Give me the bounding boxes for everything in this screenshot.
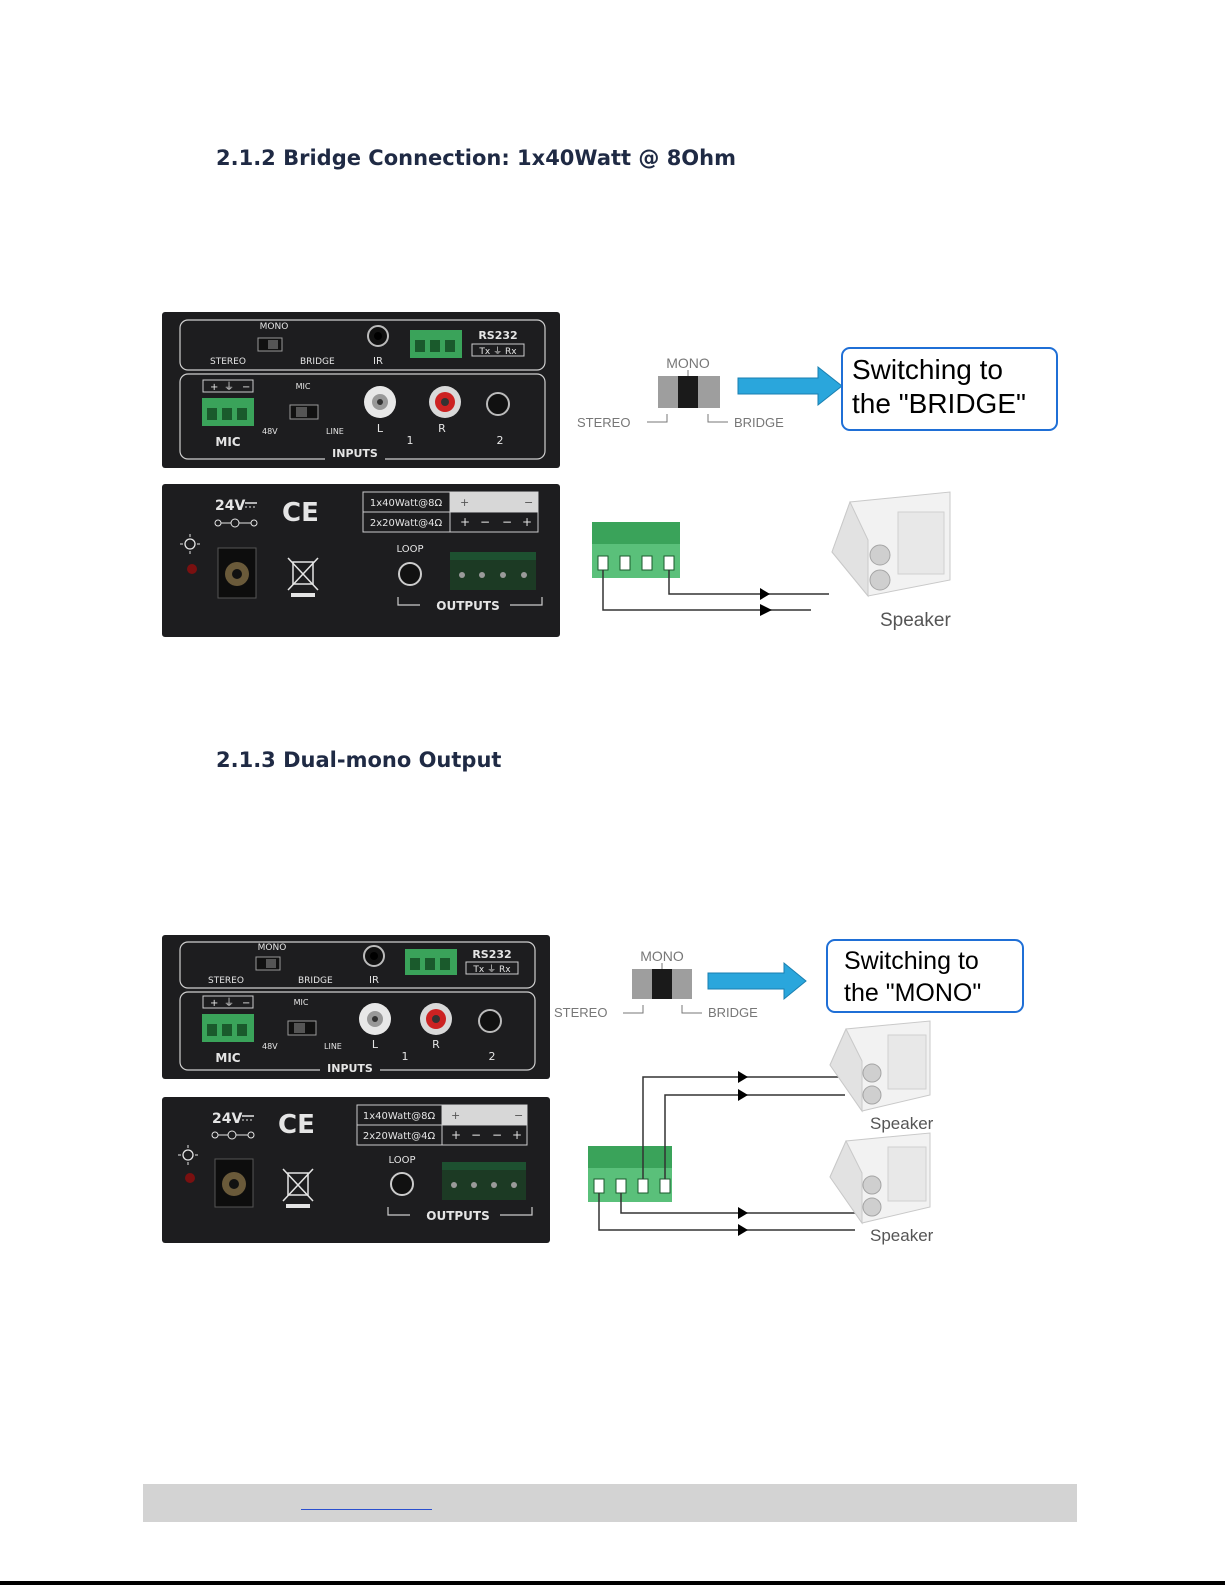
- svg-text:48V: 48V: [262, 1042, 278, 1051]
- svg-text:−: −: [480, 515, 490, 529]
- svg-text:R: R: [438, 422, 446, 435]
- svg-text:2: 2: [489, 1050, 496, 1063]
- section-heading-bridge: 2.1.2 Bridge Connection: 1x40Watt @ 8Ohm: [216, 146, 736, 170]
- mic-label: MIC: [215, 435, 240, 449]
- svg-text:BRIDGE: BRIDGE: [734, 415, 784, 430]
- inputs-label: INPUTS: [332, 447, 378, 460]
- ir-label: IR: [373, 356, 383, 367]
- svg-text:2: 2: [497, 434, 504, 447]
- svg-text:the "MONO": the "MONO": [844, 979, 981, 1007]
- svg-text:LOOP: LOOP: [397, 544, 424, 555]
- svg-text:MONO: MONO: [258, 943, 287, 953]
- sun-icon: [180, 534, 200, 554]
- dual-mono-wiring-diagram: [588, 1071, 855, 1236]
- page-footer-bar: [143, 1484, 1077, 1522]
- section-heading-dual-mono: 2.1.3 Dual-mono Output: [216, 748, 502, 772]
- mode-switch-illustration: MONO STEREO BRIDGE: [577, 355, 784, 430]
- svg-text:⏚: ⏚: [224, 381, 234, 393]
- svg-text:−: −: [524, 496, 533, 509]
- svg-text:IR: IR: [369, 975, 379, 986]
- amp-front-panel: MONO STEREO BRIDGE IR RS232 Tx ⏚ Rx + ⏚ …: [162, 935, 550, 1079]
- svg-text:LOOP: LOOP: [389, 1155, 416, 1166]
- svg-text:STEREO: STEREO: [208, 976, 244, 986]
- svg-text:−: −: [471, 1128, 481, 1142]
- svg-text:+: +: [451, 1109, 460, 1122]
- stereo-label: STEREO: [210, 357, 246, 367]
- switching-callout: Switching to the "BRIDGE": [841, 347, 1058, 431]
- speaker-icon: [829, 1132, 931, 1225]
- svg-text:2x20Watt@4Ω: 2x20Watt@4Ω: [370, 518, 443, 529]
- svg-text:MIC: MIC: [296, 382, 311, 391]
- svg-text:MONO: MONO: [640, 948, 684, 964]
- svg-text:Switching to: Switching to: [852, 354, 1003, 385]
- mode-switch-illustration: MONO STEREO BRIDGE: [554, 948, 758, 1020]
- svg-text:−: −: [242, 998, 250, 1009]
- outputs-label: OUTPUTS: [436, 599, 500, 613]
- figure-bridge-connection: MONO STEREO BRIDGE IR RS232 Tx ⏚ Rx + ⏚ …: [160, 312, 1070, 657]
- amp-rear-panel: 24V CE: [162, 1097, 550, 1243]
- svg-text:BRIDGE: BRIDGE: [708, 1005, 758, 1020]
- svg-text:STEREO: STEREO: [554, 1005, 607, 1020]
- speaker-icon: [829, 1020, 931, 1113]
- page-bottom-rule: [0, 1581, 1225, 1585]
- svg-text:MIC: MIC: [215, 1051, 240, 1065]
- figure-dual-mono-output: MONO STEREO BRIDGE IR RS232 Tx ⏚ Rx + ⏚ …: [160, 935, 1070, 1280]
- svg-text:STEREO: STEREO: [577, 415, 630, 430]
- svg-text:1: 1: [402, 1050, 409, 1063]
- svg-text:1x40Watt@8Ω: 1x40Watt@8Ω: [363, 1111, 436, 1122]
- ce-mark: CE: [282, 498, 319, 528]
- bridge-label: BRIDGE: [300, 357, 335, 367]
- svg-text:24V: 24V: [215, 498, 245, 514]
- svg-text:MONO: MONO: [666, 355, 710, 371]
- switching-callout: Switching to the "MONO": [826, 939, 1024, 1013]
- txrx-label: Tx ⏚ Rx: [478, 346, 517, 357]
- svg-text:⏚: ⏚: [224, 997, 234, 1009]
- svg-text:+: +: [210, 998, 218, 1009]
- svg-text:MIC: MIC: [294, 998, 309, 1007]
- svg-text:−: −: [502, 515, 512, 529]
- blue-arrow-icon: [737, 365, 843, 407]
- svg-text:+: +: [522, 515, 532, 529]
- weee-bin-icon: [287, 557, 319, 597]
- svg-text:24V: 24V: [212, 1111, 242, 1127]
- bridge-wiring-diagram: [592, 522, 829, 616]
- svg-text:+: +: [210, 382, 218, 393]
- weee-bin-icon: [282, 1168, 314, 1208]
- blue-arrow-icon: [707, 961, 807, 1001]
- svg-text:1x40Watt@8Ω: 1x40Watt@8Ω: [370, 498, 443, 509]
- svg-text:LINE: LINE: [324, 1042, 342, 1051]
- speaker-label: Speaker: [880, 610, 951, 631]
- svg-text:Tx ⏚ Rx: Tx ⏚ Rx: [472, 964, 511, 975]
- svg-text:LINE: LINE: [326, 427, 344, 436]
- svg-text:BRIDGE: BRIDGE: [298, 976, 333, 986]
- amp-front-panel: MONO STEREO BRIDGE IR RS232 Tx ⏚ Rx + ⏚ …: [162, 312, 560, 468]
- svg-text:−: −: [242, 382, 250, 393]
- svg-text:INPUTS: INPUTS: [327, 1062, 373, 1075]
- svg-text:+: +: [451, 1128, 461, 1142]
- svg-text:+: +: [512, 1128, 522, 1142]
- speaker-label: Speaker: [870, 1226, 934, 1245]
- svg-text:+: +: [460, 496, 469, 509]
- svg-text:L: L: [377, 422, 384, 435]
- amp-rear-panel: 24V CE: [162, 484, 560, 637]
- svg-text:L: L: [372, 1038, 379, 1051]
- svg-text:+: +: [460, 515, 470, 529]
- svg-text:48V: 48V: [262, 427, 278, 436]
- mono-label: MONO: [260, 322, 289, 332]
- svg-text:−: −: [514, 1109, 523, 1122]
- svg-text:1: 1: [407, 434, 414, 447]
- svg-text:Switching to: Switching to: [844, 947, 979, 975]
- rs232-label: RS232: [478, 329, 517, 342]
- footer-link[interactable]: [301, 1509, 432, 1510]
- speaker-icon: [831, 491, 951, 598]
- svg-text:RS232: RS232: [472, 948, 511, 961]
- svg-text:−: −: [492, 1128, 502, 1142]
- svg-text:2x20Watt@4Ω: 2x20Watt@4Ω: [363, 1131, 436, 1142]
- svg-text:CE: CE: [278, 1110, 315, 1140]
- svg-text:R: R: [432, 1038, 440, 1051]
- speaker-label: Speaker: [870, 1114, 934, 1133]
- sun-icon: [178, 1145, 198, 1165]
- svg-text:OUTPUTS: OUTPUTS: [426, 1209, 490, 1223]
- svg-text:the "BRIDGE": the "BRIDGE": [852, 388, 1026, 419]
